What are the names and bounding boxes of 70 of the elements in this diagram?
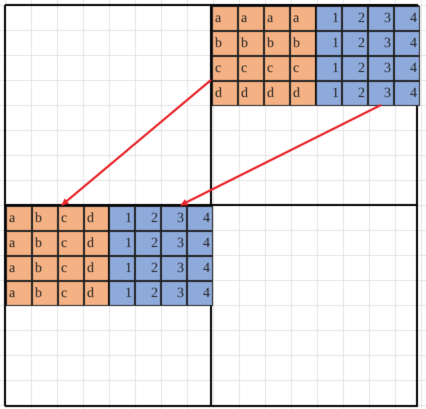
number-cell: 1 (316, 6, 342, 31)
letter-cell: c (58, 206, 84, 231)
letter-cell: d (84, 231, 110, 256)
number-cell: 3 (368, 6, 394, 31)
number-cell: 3 (161, 231, 187, 256)
number-cell: 1 (109, 231, 135, 256)
letter-cell: c (264, 56, 290, 81)
letter-cell: b (32, 256, 58, 281)
letter-cell: a (264, 6, 290, 31)
number-cell: 4 (394, 31, 420, 56)
letter-cell: b (32, 206, 58, 231)
number-cell: 1 (109, 206, 135, 231)
number-cell: 2 (342, 6, 368, 31)
number-cell: 2 (342, 81, 368, 106)
number-cell: 4 (394, 81, 420, 106)
letter-cell: b (238, 31, 264, 56)
number-cell: 4 (187, 281, 213, 306)
number-cell: 4 (187, 256, 213, 281)
number-cell: 3 (368, 56, 394, 81)
letter-cell: c (58, 281, 84, 306)
number-cell: 4 (394, 6, 420, 31)
letter-block (5, 205, 109, 305)
letter-cell: d (290, 81, 316, 106)
letter-cell: a (6, 206, 32, 231)
letter-cell: c (58, 231, 84, 256)
letter-cell: d (212, 81, 238, 106)
letter-cell: d (238, 81, 264, 106)
arrow (61, 79, 212, 206)
letter-cell: d (84, 281, 110, 306)
letter-cell: b (212, 31, 238, 56)
letter-cell: a (238, 6, 264, 31)
letter-cell: b (32, 281, 58, 306)
number-cell: 2 (342, 56, 368, 81)
number-cell: 1 (109, 256, 135, 281)
number-cell: 2 (342, 31, 368, 56)
letter-block (211, 5, 315, 105)
letter-cell: a (6, 281, 32, 306)
number-cell: 3 (368, 31, 394, 56)
number-block (315, 5, 419, 105)
number-cell: 2 (135, 231, 161, 256)
number-cell: 4 (187, 206, 213, 231)
number-block (108, 205, 212, 305)
number-cell: 2 (135, 206, 161, 231)
number-cell: 3 (161, 206, 187, 231)
letter-cell: c (238, 56, 264, 81)
number-cell: 3 (368, 81, 394, 106)
letter-cell: c (290, 56, 316, 81)
number-cell: 2 (135, 281, 161, 306)
number-cell: 1 (316, 56, 342, 81)
letter-cell: b (290, 31, 316, 56)
number-cell: 1 (316, 81, 342, 106)
number-cell: 3 (161, 281, 187, 306)
number-cell: 3 (161, 256, 187, 281)
number-cell: 2 (135, 256, 161, 281)
letter-cell: a (290, 6, 316, 31)
letter-cell: c (58, 256, 84, 281)
number-cell: 1 (109, 281, 135, 306)
number-cell: 4 (394, 56, 420, 81)
number-cell: 1 (316, 31, 342, 56)
letter-cell: d (84, 256, 110, 281)
number-cell: 4 (187, 231, 213, 256)
letter-cell: a (212, 6, 238, 31)
letter-cell: b (264, 31, 290, 56)
letter-cell: c (212, 56, 238, 81)
letter-cell: b (32, 231, 58, 256)
arrow (180, 104, 382, 206)
letter-cell: d (264, 81, 290, 106)
letter-cell: a (6, 256, 32, 281)
letter-cell: a (6, 231, 32, 256)
letter-cell: d (84, 206, 110, 231)
